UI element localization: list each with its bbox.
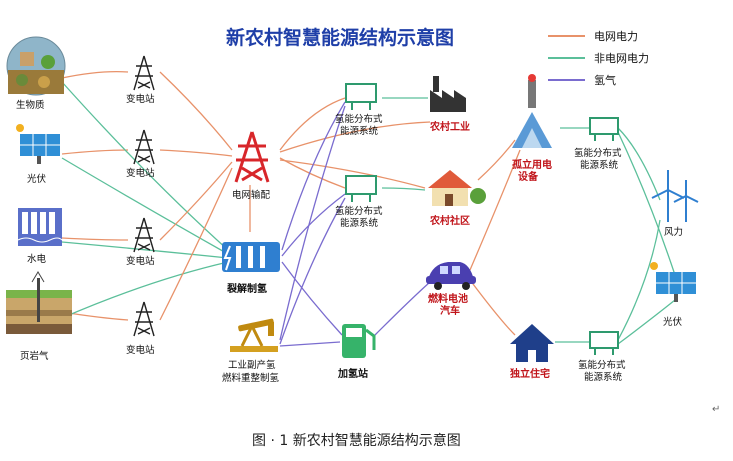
substation-label-4: 变电站 xyxy=(126,344,155,356)
h2-station-icon xyxy=(342,324,376,358)
line-ind-h2sys1 xyxy=(279,105,346,341)
solar-panel-icon xyxy=(16,124,60,164)
line-grid-h2sys1 xyxy=(279,97,346,151)
independent-home-icon xyxy=(510,324,554,362)
line-sub4-grid xyxy=(159,167,233,321)
h2-system-1-line2: 能源系统 xyxy=(340,125,379,137)
factory-icon xyxy=(430,76,466,112)
line-grid-h2sys2 xyxy=(279,157,346,189)
fuel-cell-car-line2: 汽车 xyxy=(440,304,460,317)
shale-gas-icon xyxy=(6,271,72,334)
line-h2sys4-wind xyxy=(617,219,661,341)
line-solar-sub2 xyxy=(61,149,129,155)
h2-system-3-line1: 氢能分布式 xyxy=(574,147,622,159)
h2-system-icon-1 xyxy=(345,83,377,110)
line-h2sys4-solar xyxy=(617,299,676,345)
isolated-device-line1: 孤立用电 xyxy=(512,158,552,171)
line-grid-community xyxy=(279,159,426,189)
legend-nongrid-label: 非电网电力 xyxy=(594,52,649,65)
community-house-icon xyxy=(428,170,486,206)
oil-pump-icon xyxy=(230,318,278,352)
biomass-icon xyxy=(6,36,66,96)
solar-right-label: 光伏 xyxy=(663,316,683,328)
line-h2sys3-wind xyxy=(617,127,661,201)
electrolysis-label: 裂解制氢 xyxy=(226,282,267,295)
industrial-h2-label-1: 工业副产氢 xyxy=(228,359,276,371)
line-h2sys3-solar xyxy=(617,131,676,276)
h2-system-icon-2 xyxy=(345,175,377,202)
line-sub2-grid xyxy=(159,149,233,157)
substation-label-2: 变电站 xyxy=(126,167,155,179)
line-hydro-elec xyxy=(61,241,229,259)
line-elec-h2sys1 xyxy=(281,101,346,251)
line-community-isolated xyxy=(477,139,516,181)
legend-h2-label: 氢气 xyxy=(594,73,616,87)
return-mark: ↵ xyxy=(712,404,720,415)
h2-system-4-line1: 氢能分布式 xyxy=(578,359,626,371)
isolated-device-icon xyxy=(512,74,552,148)
line-solar-elec xyxy=(61,157,229,255)
h2-system-2-line1: 氢能分布式 xyxy=(335,205,383,217)
line-car-isolated xyxy=(469,149,521,271)
figure-caption: 图 · 1 新农村智慧能源结构示意图 xyxy=(252,432,461,449)
h2-system-1-line1: 氢能分布式 xyxy=(335,113,383,125)
fuel-cell-car-line1: 燃料电池 xyxy=(428,292,468,305)
h2-system-icon-4 xyxy=(589,331,619,355)
line-elec-h2sys2 xyxy=(281,193,346,257)
substation-icon-1 xyxy=(133,55,155,91)
substation-icon-3 xyxy=(133,217,155,253)
substation-icon-4 xyxy=(133,301,155,337)
industrial-h2-label-2: 燃料重整制氢 xyxy=(222,372,280,384)
line-sub3-grid xyxy=(159,161,233,241)
substation-label-3: 变电站 xyxy=(126,255,155,267)
solar-panel-right-icon xyxy=(650,262,696,302)
h2-system-icon-3 xyxy=(589,117,619,141)
electrolysis-icon xyxy=(222,242,280,272)
line-ind-h2sys2 xyxy=(279,197,346,345)
substation-label-1: 变电站 xyxy=(126,93,155,105)
grid-transmission-label: 电网输配 xyxy=(232,189,271,201)
line-station-car xyxy=(374,281,431,336)
isolated-device-line2: 设备 xyxy=(518,170,539,183)
h2-system-3-line2: 能源系统 xyxy=(580,159,619,171)
line-sub1-grid xyxy=(159,71,233,151)
wind-turbine-icon xyxy=(651,170,699,222)
hydro-label: 水电 xyxy=(27,253,47,265)
independent-home-label: 独立住宅 xyxy=(510,367,550,380)
line-biomass-sub1 xyxy=(61,70,129,79)
h2-system-2-line2: 能源系统 xyxy=(340,217,379,229)
legend: 电网电力 非电网电力 氢气 xyxy=(548,30,649,87)
shale-label: 页岩气 xyxy=(20,350,49,362)
biomass-label: 生物质 xyxy=(16,99,45,111)
hydro-dam-icon xyxy=(17,208,63,246)
connections xyxy=(61,70,676,347)
line-ind-station xyxy=(279,341,341,347)
wind-label: 风力 xyxy=(664,226,683,238)
solar-left-label: 光伏 xyxy=(27,173,47,185)
legend-grid-label: 电网电力 xyxy=(594,30,638,43)
fuel-cell-car-icon xyxy=(426,262,476,290)
substation-icon-2 xyxy=(133,129,155,165)
line-hydro-sub3 xyxy=(61,237,129,241)
line-grid-industry xyxy=(279,121,431,153)
line-shale-elec xyxy=(61,261,229,319)
h2-system-4-line2: 能源系统 xyxy=(584,371,623,383)
grid-tower-icon xyxy=(234,131,270,183)
line-h2sys2-community xyxy=(381,187,426,191)
line-car-home xyxy=(469,279,516,336)
line-biomass-elec xyxy=(61,81,229,251)
h2-station-label: 加氢站 xyxy=(337,367,368,380)
rural-industry-label: 农村工业 xyxy=(429,120,470,133)
diagram-title: 新农村智慧能源结构示意图 xyxy=(226,26,454,49)
rural-community-label: 农村社区 xyxy=(429,214,470,227)
line-elec-station xyxy=(281,261,343,336)
